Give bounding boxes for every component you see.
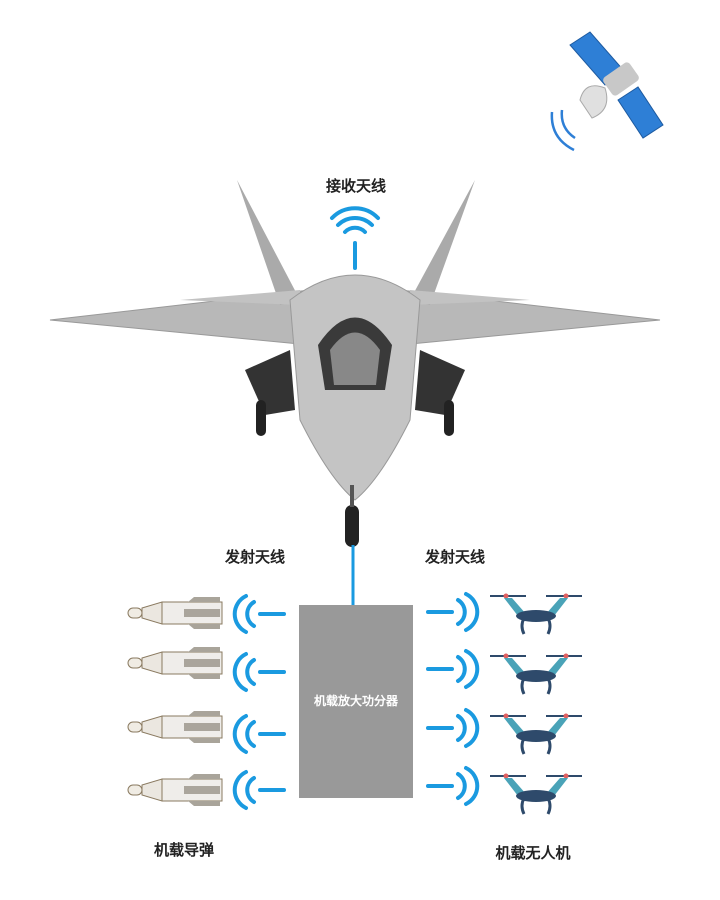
transmit-signal-right-icon — [426, 592, 480, 632]
satellite-icon — [550, 31, 664, 152]
fighter-jet — [49, 180, 661, 547]
transmit-signal-right-icon — [426, 766, 480, 806]
missile-icon — [127, 710, 223, 744]
transmit-antenna-right-label: 发射天线 — [424, 548, 486, 566]
drone-icon — [488, 772, 584, 816]
receive-antenna-label: 接收天线 — [325, 177, 387, 195]
splitter-label: 机载放大功分器 — [313, 694, 399, 708]
drone-icon — [488, 712, 584, 756]
missile-icon — [127, 646, 223, 680]
transmit-signal-left-icon — [232, 594, 286, 634]
splitter-box — [299, 605, 413, 798]
receive-antenna-icon — [330, 206, 380, 270]
transmit-signal-left-icon — [232, 714, 286, 754]
drone-icon — [488, 652, 584, 696]
transmit-signal-right-icon — [426, 708, 480, 748]
missiles-label: 机载导弹 — [153, 841, 215, 859]
drones-label: 机载无人机 — [495, 844, 571, 862]
transmit-signal-right-icon — [426, 649, 480, 689]
drone-icon — [488, 592, 584, 636]
transmit-signal-left-icon — [232, 652, 286, 692]
missile-icon — [127, 596, 223, 630]
transmit-signal-left-icon — [232, 770, 286, 810]
transmit-antenna-left-label: 发射天线 — [224, 548, 286, 566]
missile-icon — [127, 773, 223, 807]
